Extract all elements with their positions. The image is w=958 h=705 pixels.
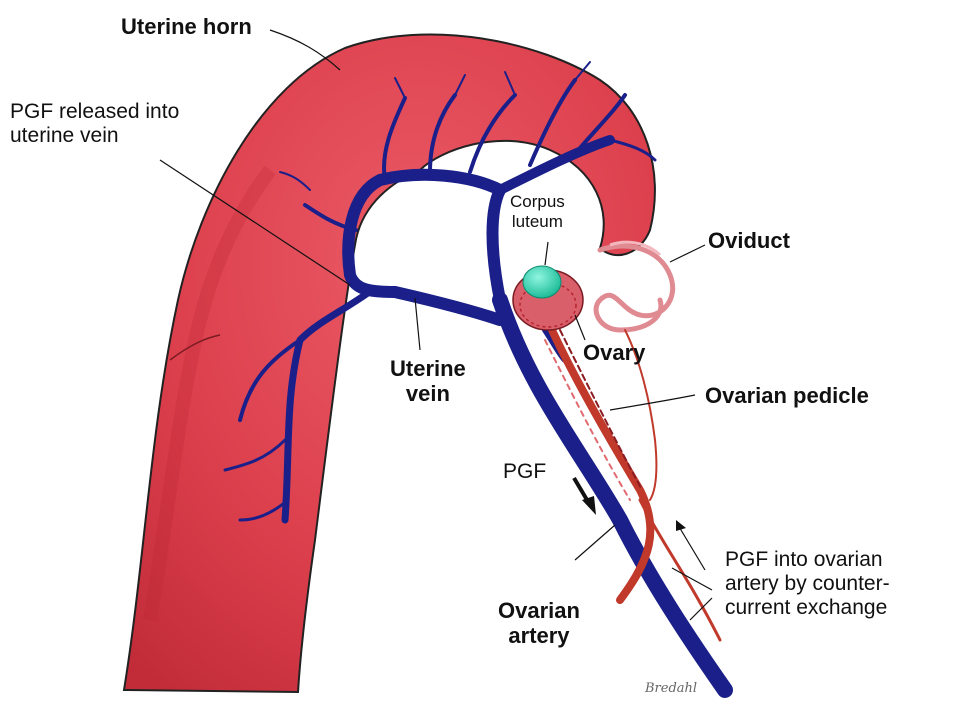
label-ovary: Ovary — [583, 340, 645, 365]
leader-ovarian-artery — [575, 525, 615, 560]
vein-arch — [348, 175, 500, 292]
leader-uterine-vein — [415, 298, 420, 350]
vein-upper-trunk — [493, 190, 501, 300]
ovarian-artery — [545, 330, 720, 640]
label-pgf: PGF — [503, 460, 546, 484]
artist-signature: Bredahl — [645, 682, 697, 697]
corpus-luteum — [523, 266, 561, 298]
label-oviduct: Oviduct — [708, 228, 790, 253]
leader-oviduct — [670, 245, 705, 262]
leader-ovary — [575, 315, 585, 340]
label-pgf-released: PGF released into uterine vein — [10, 100, 179, 148]
uterine-vein — [395, 292, 500, 320]
label-uterine-vein: Uterine vein — [390, 356, 466, 407]
label-pgf-ovarian-artery: PGF into ovarian artery by counter- curr… — [725, 548, 890, 620]
ovarian-artery-arrowhead — [676, 520, 686, 531]
label-ovarian-pedicle: Ovarian pedicle — [705, 383, 869, 408]
leader-corpus-luteum — [545, 242, 548, 265]
label-ovarian-artery: Ovarian artery — [498, 598, 580, 649]
label-corpus-luteum: Corpus luteum — [510, 192, 565, 231]
leader-pgf-ovarian-artery-3 — [678, 525, 705, 570]
oviduct-tube — [596, 246, 673, 500]
label-uterine-horn: Uterine horn — [121, 14, 252, 39]
leader-ovarian-pedicle — [610, 395, 695, 410]
